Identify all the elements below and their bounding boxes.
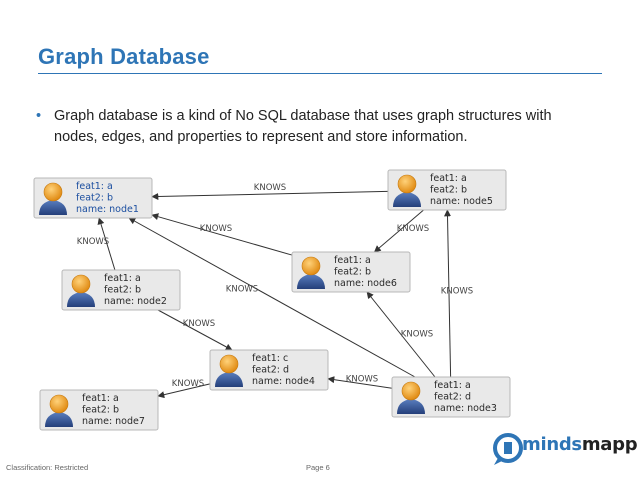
edges-layer: KNOWS KNOWS KNOWS KNOWS KNOWS KNOWS KNOWS KNOWS… — [77, 183, 473, 399]
edge-label: KNOWS — [200, 224, 232, 234]
edge-node2-node1 — [97, 217, 116, 271]
edge-node6-node1 — [151, 213, 293, 256]
user-avatar-icon — [297, 256, 325, 289]
node-property: feat1: a — [82, 393, 119, 404]
edge-node5-node6 — [373, 209, 424, 253]
bullet-text: Graph database is a kind of No SQL datab… — [54, 108, 552, 145]
edge-node3-node1 — [128, 217, 416, 378]
node-property: name: node3 — [434, 403, 497, 414]
node-property: feat2: b — [334, 267, 371, 278]
node-property: feat2: b — [104, 285, 141, 296]
node-property: name: node1 — [76, 204, 139, 215]
logo-text-part1: minds — [522, 434, 582, 455]
node-property: feat2: b — [430, 185, 467, 196]
edge-label: KNOWS — [254, 183, 286, 193]
logo-text: mindsmapped — [522, 434, 638, 455]
edge-node2-node4 — [157, 309, 233, 351]
edge-node5-node1 — [151, 190, 389, 201]
edge-label: KNOWS — [226, 285, 258, 295]
node-property: feat1: a — [76, 181, 113, 192]
edge-label: KNOWS — [401, 330, 433, 340]
node-property: feat2: d — [252, 365, 289, 376]
node-property: name: node5 — [430, 196, 493, 207]
edge-label: KNOWS — [183, 319, 215, 329]
bullet-dot: • — [36, 108, 42, 124]
chat-bubble-logo-icon — [493, 433, 523, 465]
edge-label: KNOWS — [77, 237, 109, 247]
slide-title: Graph Database — [38, 44, 210, 69]
node-property: name: node7 — [82, 416, 145, 427]
node-property: feat2: d — [434, 392, 471, 403]
node-property: name: node6 — [334, 278, 397, 289]
logo-text-part2: mapped — [581, 434, 638, 455]
edge-label: KNOWS — [172, 379, 204, 389]
edge-label: KNOWS — [441, 287, 473, 297]
node-property: feat2: b — [76, 193, 113, 204]
node-property: name: node2 — [104, 296, 167, 307]
classification-footer: Classification: Restricted — [6, 463, 89, 472]
title-underline — [38, 73, 602, 74]
node-property: feat1: a — [430, 173, 467, 184]
node-property: feat1: a — [334, 255, 371, 266]
mindsmapped-logo: mindsmapped — [492, 430, 638, 470]
edge-label: KNOWS — [346, 375, 378, 385]
node-property: feat2: b — [82, 405, 119, 416]
node-property: feat1: c — [252, 353, 288, 364]
edge-node3-node4 — [327, 376, 393, 389]
page-number: Page 6 — [306, 463, 330, 472]
user-avatar-icon — [393, 174, 421, 207]
user-avatar-icon — [67, 274, 95, 307]
user-avatar-icon — [397, 381, 425, 414]
node-property: feat1: a — [434, 380, 471, 391]
user-avatar-icon — [45, 394, 73, 427]
bullet-point: • Graph database is a kind of No SQL dat… — [36, 106, 596, 148]
edge-node3-node6 — [366, 291, 436, 378]
user-avatar-icon — [215, 354, 243, 387]
edge-node4-node7 — [157, 383, 211, 399]
edge-node3-node5 — [444, 209, 452, 378]
user-avatar-icon — [39, 182, 67, 215]
node-property: name: node4 — [252, 376, 315, 387]
node-property: feat1: a — [104, 273, 141, 284]
edge-label: KNOWS — [397, 224, 429, 234]
